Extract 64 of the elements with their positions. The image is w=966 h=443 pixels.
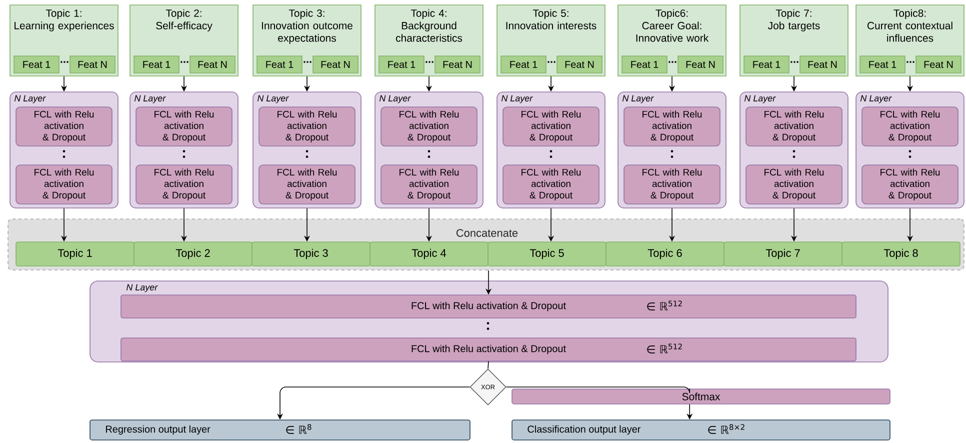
- feature-box: Feat 1: [500, 56, 546, 74]
- fcl-box: FCL with Relu activation & Dropout: [502, 164, 600, 204]
- feature-box: Feat N: [70, 56, 116, 74]
- topic-output-box: Topic 8: [842, 242, 960, 266]
- ellipsis: ...: [668, 61, 676, 63]
- fcl-box: FCL with Relu activation & Dropout: [136, 164, 232, 204]
- fcl-box: FCL with Relu activation & Dropout: [258, 164, 356, 204]
- feature-box: Feat 1: [134, 56, 180, 74]
- vertical-ellipsis: :: [182, 150, 186, 158]
- fcl-box: FCL with Relu activation & Dropout: [624, 106, 720, 146]
- fcl-box: FCL with Relu activation & Dropout: [746, 164, 842, 204]
- topic-output-box: Topic 1: [16, 242, 134, 266]
- ellipsis: ...: [790, 61, 798, 63]
- vertical-ellipsis: :: [306, 150, 308, 158]
- vertical-ellipsis: :: [792, 150, 796, 158]
- feature-box: Feat N: [678, 56, 724, 74]
- topic-output-box: Topic 4: [370, 242, 488, 266]
- topic-output-box: Topic 6: [606, 242, 724, 266]
- topic-output-box: Topic 5: [488, 242, 606, 266]
- feature-box: Feat N: [190, 56, 236, 74]
- feature-box: Feat N: [312, 56, 358, 74]
- fcl-box: FCL with Relu activation & Dropout: [16, 106, 112, 146]
- fcl-box: FCL with Relu activation & Dropout: [258, 106, 356, 146]
- feature-box: Feat 1: [378, 56, 424, 74]
- output-layer-box: Classification output layer ∈ ℝ$^{8×2}$: [512, 420, 890, 440]
- ellipsis: ...: [60, 61, 68, 63]
- feature-box: Feat N: [916, 56, 962, 74]
- feature-box: Feat 1: [744, 56, 790, 74]
- softmax-bar: Softmax: [512, 388, 890, 404]
- connector-line: [488, 361, 489, 370]
- vertical-ellipsis: :: [550, 150, 552, 158]
- ellipsis: ...: [304, 61, 312, 63]
- topic-output-box: Topic 7: [724, 242, 842, 266]
- fcl-box: FCL with Relu activation & Dropout: [862, 164, 958, 204]
- fcl-box: FCL with Relu activation & Dropout: [380, 106, 478, 146]
- ellipsis: ...: [180, 61, 188, 63]
- fcl-bar: FCL with Relu activation & Dropout ∈ ℝ$^{512}$: [120, 338, 856, 362]
- ellipsis: ...: [426, 61, 434, 63]
- vertical-ellipsis: :: [428, 150, 430, 158]
- vertical-ellipsis: :: [908, 150, 912, 158]
- feature-box: Feat N: [434, 56, 480, 74]
- fcl-bar: FCL with Relu activation & Dropout ∈ ℝ$^{512}$: [120, 294, 856, 318]
- fcl-box: FCL with Relu activation & Dropout: [16, 164, 112, 204]
- fcl-box: FCL with Relu activation & Dropout: [624, 164, 720, 204]
- vertical-ellipsis: :: [670, 150, 674, 158]
- fcl-box: FCL with Relu activation & Dropout: [136, 106, 232, 146]
- feature-box: Feat N: [800, 56, 846, 74]
- fcl-box: FCL with Relu activation & Dropout: [502, 106, 600, 146]
- fcl-box: FCL with Relu activation & Dropout: [862, 106, 958, 146]
- ellipsis: ...: [906, 61, 914, 63]
- feature-box: Feat 1: [860, 56, 906, 74]
- connector-line: [506, 386, 690, 394]
- vertical-ellipsis: :: [486, 322, 490, 330]
- feature-box: Feat 1: [256, 56, 302, 74]
- feature-box: Feat 1: [622, 56, 668, 74]
- vertical-ellipsis: :: [62, 150, 66, 158]
- feature-box: Feat 1: [14, 56, 60, 74]
- output-layer-box: Regression output layer ∈ ℝ$^{8}$: [90, 420, 470, 440]
- fcl-box: FCL with Relu activation & Dropout: [746, 106, 842, 146]
- topic-output-box: Topic 3: [252, 242, 370, 266]
- ellipsis: ...: [548, 61, 556, 63]
- topic-output-box: Topic 2: [134, 242, 252, 266]
- fcl-box: FCL with Relu activation & Dropout: [380, 164, 478, 204]
- feature-box: Feat N: [556, 56, 602, 74]
